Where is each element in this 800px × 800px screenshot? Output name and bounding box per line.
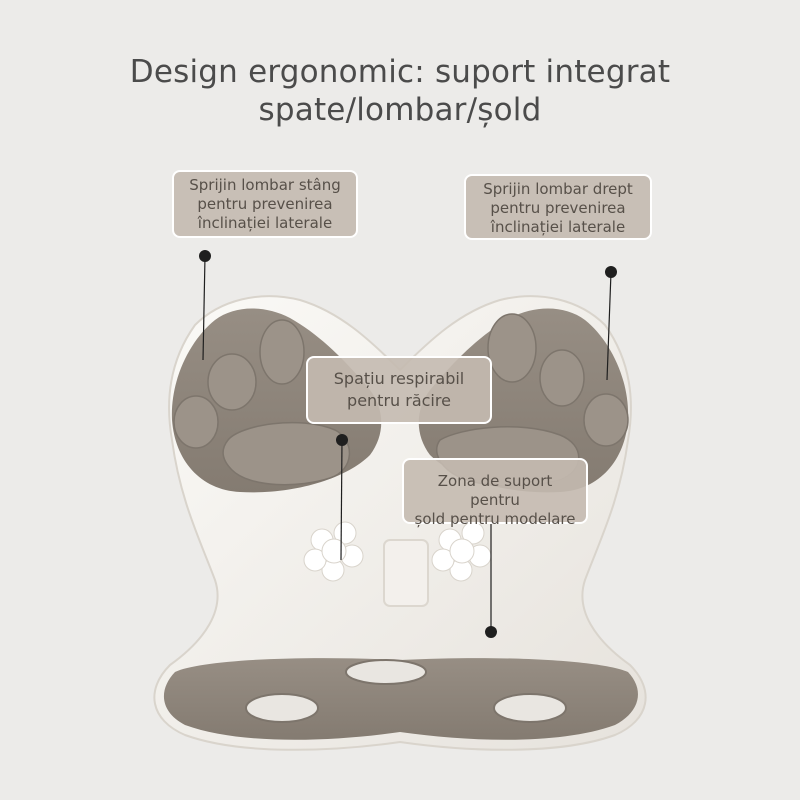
callout-center-text-1: Spațiu respirabil xyxy=(333,369,465,388)
callout-right-text-2: pentru prevenirea xyxy=(490,199,626,217)
seat-vent-holes xyxy=(245,659,567,723)
callout-left-lumbar: Sprijin lombar stâng pentru prevenirea î… xyxy=(172,170,358,238)
callout-left-text-1: Sprijin lombar stâng xyxy=(189,176,341,194)
title-line-2: spate/lombar/șold xyxy=(258,92,542,128)
callout-right-text-3: înclinației laterale xyxy=(490,218,626,236)
callout-left-text-3: înclinației laterale xyxy=(197,214,333,232)
callout-hip-text-1: Zona de suport pentru xyxy=(437,472,553,509)
callout-right-lumbar: Sprijin lombar drept pentru prevenirea î… xyxy=(464,174,652,240)
title-line-1: Design ergonomic: suport integrat xyxy=(129,54,671,90)
callout-breathable-space: Spațiu respirabil pentru răcire xyxy=(306,356,492,424)
pointer-dots xyxy=(199,250,617,638)
callout-left-text-2: pentru prevenirea xyxy=(197,195,333,213)
flower-vent-right-icon xyxy=(431,521,492,582)
callout-hip-support: Zona de suport pentru șold pentru modela… xyxy=(402,458,588,528)
pointer-lines xyxy=(202,255,612,632)
label-recess xyxy=(383,539,429,607)
callout-center-text-2: pentru răcire xyxy=(347,391,451,410)
callout-right-text-1: Sprijin lombar drept xyxy=(483,180,633,198)
callout-hip-text-2: șold pentru modelare xyxy=(414,510,576,528)
flower-vent-left-icon xyxy=(303,521,364,582)
left-paw-icon xyxy=(173,319,351,486)
